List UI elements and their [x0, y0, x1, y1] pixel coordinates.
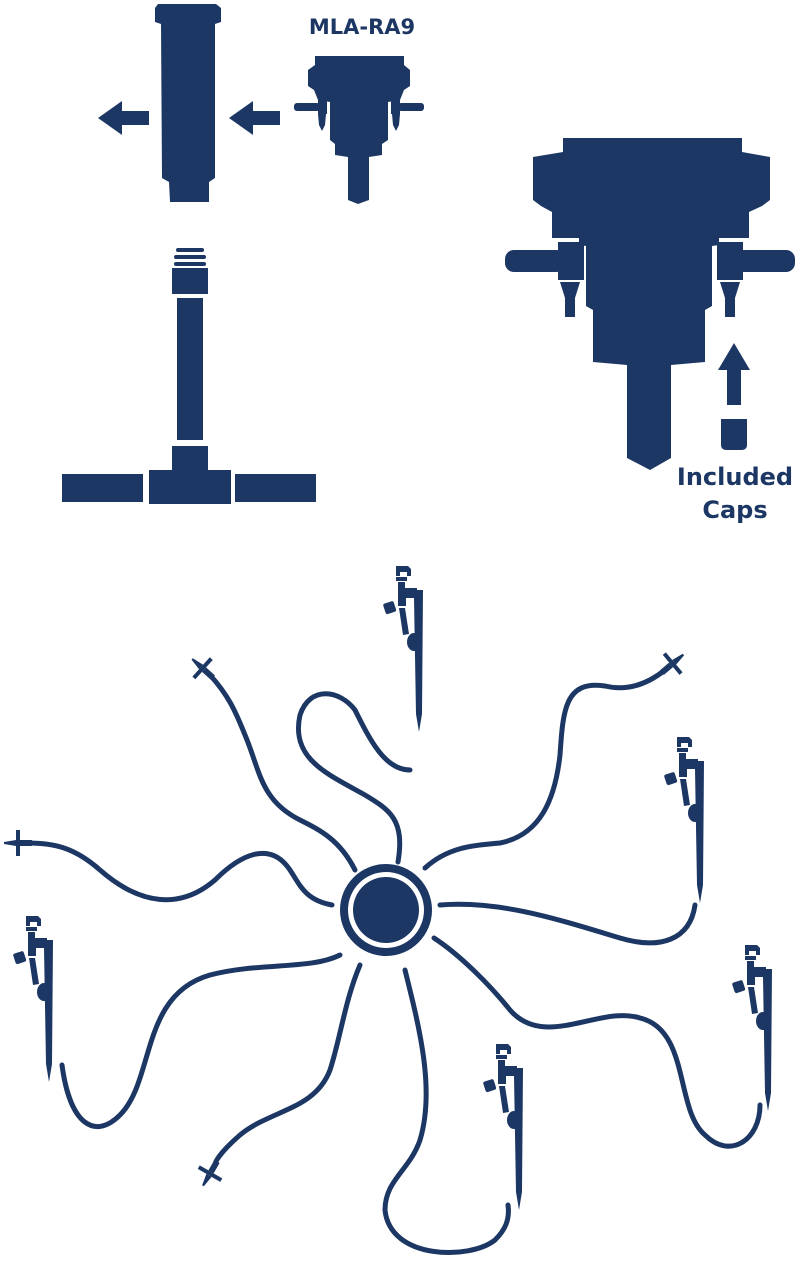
arrow-up-icon: [718, 343, 750, 405]
popup-sprinkler-body: [155, 4, 221, 202]
barb-end-icon: [191, 1155, 229, 1193]
stake-emitter-icon: [731, 945, 772, 1111]
adapter-small: [294, 56, 424, 204]
arrow-left-icon: [229, 101, 280, 135]
manifold-hub-icon: [340, 864, 432, 956]
distribution-tubing: [25, 667, 763, 1255]
stake-emitter-icon: [382, 566, 423, 732]
product-label: MLA-RA9: [309, 15, 415, 39]
riser-threads: [174, 248, 206, 266]
caps-label-line2: Caps: [702, 496, 767, 524]
tee-fitting: [62, 446, 316, 504]
caps-label-line1: Included: [677, 463, 793, 491]
included-cap: [721, 419, 747, 450]
riser-pipe: [172, 268, 208, 440]
stake-emitter-icon: [482, 1044, 523, 1210]
arrow-left-icon: [98, 101, 149, 135]
barb-end-icon: [4, 830, 32, 856]
stake-emitter-icon: [663, 737, 704, 903]
adapter-large: [505, 138, 795, 470]
stake-emitter-icon: [12, 916, 54, 1082]
